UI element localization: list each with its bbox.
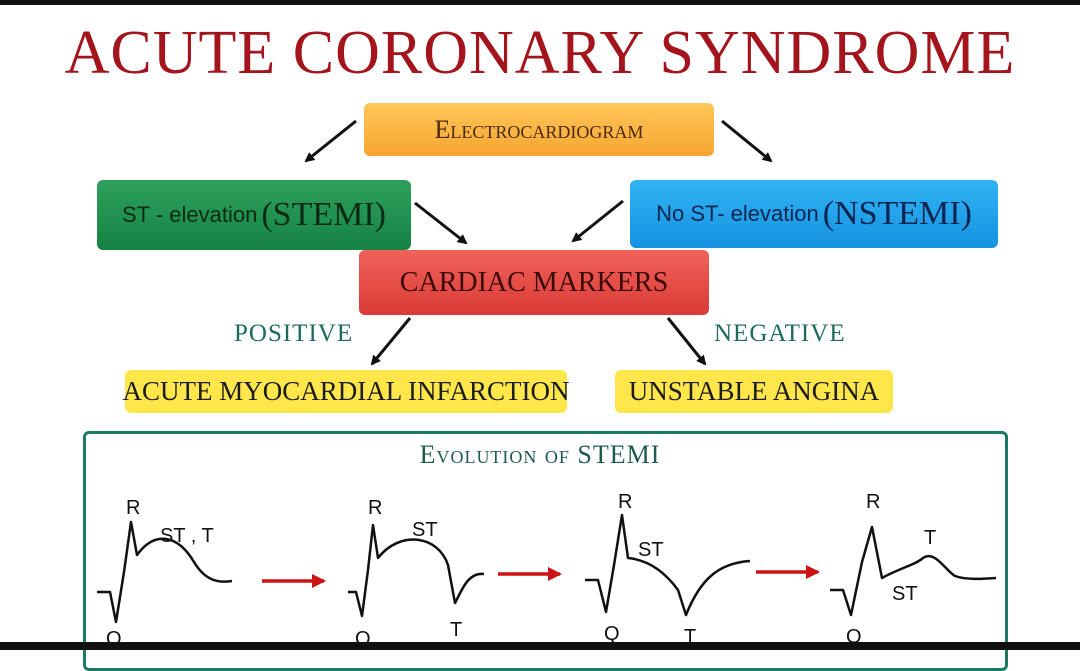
node-stemi-suffix: (STEMI) (261, 196, 386, 233)
ecg-wave-3 (585, 513, 751, 617)
node-nstemi: No ST- elevation (NSTEMI) (630, 180, 998, 248)
wave-1-st-label: ST , T (160, 525, 214, 547)
evolution-title: Evolution of STEMI (0, 440, 1080, 470)
node-electrocardiogram: Electrocardiogram (364, 103, 714, 156)
node-stemi-prefix: ST - elevation (122, 202, 258, 227)
wave-4-r-label: R (866, 491, 880, 513)
node-ami-label: ACUTE MYOCARDIAL INFARCTION (122, 376, 570, 406)
wave-3-q-label: Q (604, 623, 620, 645)
arrow-nstemi-to-markers (571, 199, 624, 243)
arrow-ecg-to-nstemi (721, 119, 773, 163)
ecg-wave-2 (348, 523, 485, 618)
ecg-wave-4 (830, 525, 997, 617)
node-nstemi-suffix: (NSTEMI) (822, 195, 972, 232)
arrow-markers-to-ami (370, 317, 412, 366)
node-cardiac-markers: CARDIAC MARKERS (359, 250, 709, 315)
wave-3-r-label: R (618, 491, 632, 513)
node-electrocardiogram-label: Electrocardiogram (434, 114, 644, 144)
bottom-frame-border (0, 642, 1080, 650)
top-frame-border (0, 0, 1080, 5)
ecg-wave-1 (97, 520, 233, 624)
arrow-stemi-to-markers (414, 201, 468, 245)
wave-2-r-label: R (368, 497, 382, 519)
wave-4-st-label: ST (892, 583, 918, 605)
node-unstable-angina: UNSTABLE ANGINA (615, 370, 893, 413)
wave-2-st-label: ST (412, 519, 438, 541)
wave-2-t-label: T (450, 619, 462, 641)
diagram-title: ACUTE CORONARY SYNDROME (64, 19, 1016, 87)
node-nstemi-prefix: No ST- elevation (656, 201, 819, 226)
arrow-ecg-to-stemi (304, 119, 357, 163)
node-acute-myocardial-infarction: ACUTE MYOCARDIAL INFARCTION (122, 370, 570, 413)
edge-label-positive: POSITIVE (234, 320, 354, 347)
arrow-markers-to-ua (666, 317, 707, 366)
node-stemi: ST - elevation (STEMI) (97, 180, 411, 250)
wave-1-r-label: R (126, 497, 140, 519)
wave-4-t-label: T (924, 527, 936, 549)
evolution-title-label: Evolution of STEMI (419, 440, 661, 469)
edge-label-negative: NEGATIVE (714, 320, 846, 347)
diagram-overlay: R ST , T Q R ST T Q R ST T Q R T ST Q (97, 119, 997, 650)
node-cardiac-markers-label: CARDIAC MARKERS (399, 266, 669, 298)
node-ua-label: UNSTABLE ANGINA (628, 376, 880, 406)
wave-3-st-label: ST (638, 539, 664, 561)
